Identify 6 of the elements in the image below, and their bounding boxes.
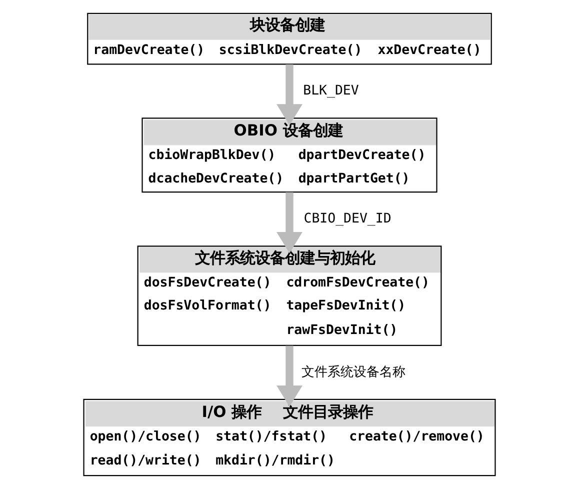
edge-label: CBIO_DEV_ID [303,211,391,226]
arrow [276,192,302,253]
edge-label: BLK_DEV [302,83,358,98]
arrow [276,345,302,406]
edge-label: 文件系统设备名称 [301,364,406,380]
arrow [276,64,302,125]
